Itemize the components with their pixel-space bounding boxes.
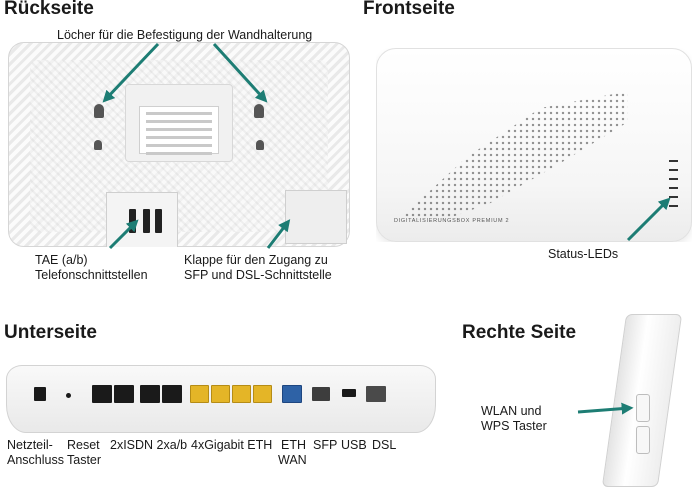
label-power-line1: Netzteil- (7, 438, 53, 452)
bottom-side-photo (6, 365, 436, 433)
wan-port (282, 385, 302, 403)
sfp-dsl-flap (285, 190, 347, 244)
front-device-name: DIGITALISIERUNGSBOX PREMIUM 2 (394, 218, 510, 224)
label-usb: USB (341, 438, 367, 452)
power-port (34, 387, 46, 401)
status-led-column (638, 156, 678, 210)
front-side-photo: DIGITALISIERUNGSBOX PREMIUM 2 (376, 48, 692, 242)
type-label (139, 106, 219, 155)
wall-mount-hole-left (94, 104, 104, 118)
wlan-button (636, 426, 650, 454)
label-reset-line1: Reset (67, 438, 100, 452)
heading-back: Rückseite (4, 0, 94, 19)
label-eth-line1: ETH (281, 438, 306, 452)
status-led (669, 177, 678, 180)
right-side-photo (596, 314, 688, 487)
label-gigabit: 4xGigabit ETH (191, 438, 273, 452)
status-led (669, 159, 678, 162)
sfp-port (312, 387, 330, 401)
heading-bottom: Unterseite (4, 322, 97, 343)
label-power-line2: Anschluss (7, 453, 64, 467)
label-reset-line2: Taster (67, 453, 102, 467)
wall-mount-hole-right-lower (256, 140, 264, 150)
status-led (669, 186, 678, 189)
usb-port (342, 389, 356, 397)
label-wlan-line1: WLAN und (481, 404, 542, 418)
label-eth-line2: WAN (278, 453, 307, 467)
lan-port-4 (253, 385, 272, 403)
tae-jack-2 (143, 209, 150, 233)
label-wall-mount: Löcher für die Befestigung der Wandhalte… (57, 28, 313, 42)
back-side-photo (8, 42, 350, 247)
label-status-leds: Status-LEDs (548, 247, 619, 261)
dsl-port (366, 386, 386, 402)
label-isdn: 2xISDN 2xa/b (110, 438, 188, 452)
wall-mount-hole-left-lower (94, 140, 102, 150)
label-dsl: DSL (372, 438, 397, 452)
tae-jack-3 (155, 209, 162, 233)
wps-button (636, 394, 650, 422)
lan-port-1 (190, 385, 209, 403)
heading-front: Frontseite (363, 0, 455, 19)
ab-port-1 (140, 385, 160, 403)
label-klappe-line1: Klappe für den Zugang zu (184, 253, 328, 267)
tae-jack-1 (129, 209, 136, 233)
status-led (669, 204, 678, 207)
status-led (669, 195, 678, 198)
lan-port-3 (232, 385, 251, 403)
label-wlan-line2: WPS Taster (481, 419, 547, 433)
label-klappe-line2: SFP und DSL-Schnittstelle (184, 268, 332, 282)
tae-ports (106, 192, 178, 247)
status-led (669, 168, 678, 171)
lan-port-2 (211, 385, 230, 403)
heading-right: Rechte Seite (462, 322, 577, 343)
label-tae-line1: TAE (a/b) (35, 253, 88, 267)
label-sfp: SFP (313, 438, 338, 452)
wall-mount-hole-right (254, 104, 264, 118)
reset-button (66, 393, 71, 398)
label-tae-line2: Telefonschnittstellen (35, 268, 148, 282)
isdn-port-2 (114, 385, 134, 403)
ab-port-2 (162, 385, 182, 403)
isdn-port-1 (92, 385, 112, 403)
